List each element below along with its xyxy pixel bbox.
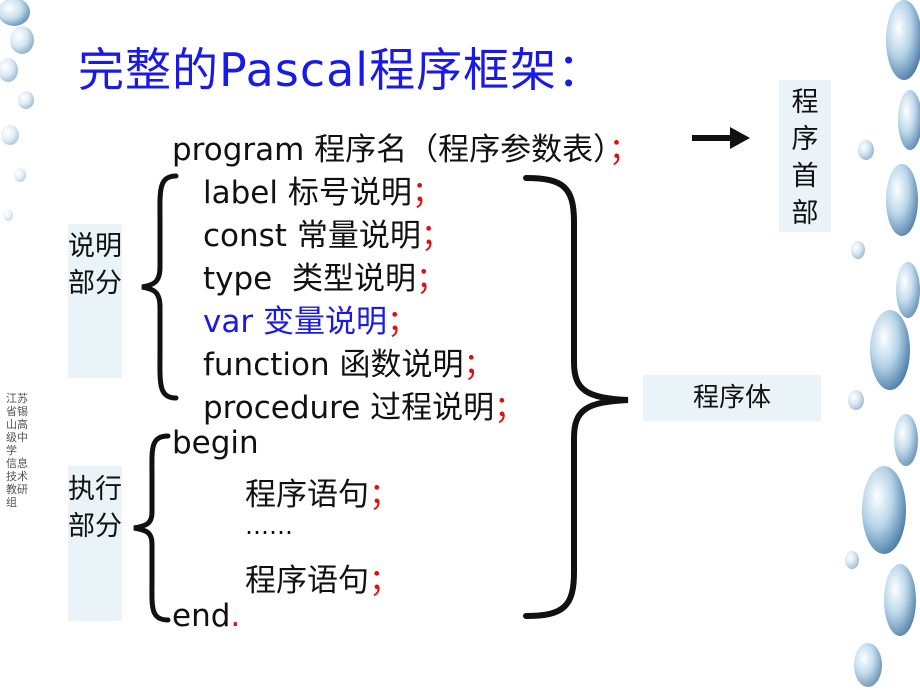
program-header-line: program 程序名（程序参数表）； <box>172 124 640 169</box>
program-header-semicolon: ； <box>608 132 640 168</box>
execution-left-brace <box>133 433 171 623</box>
arrow-right-icon <box>692 127 750 149</box>
decl-keyword: type <box>203 261 273 297</box>
decl-var-line: var 变量说明； <box>203 296 418 341</box>
begin-keyword: begin <box>172 425 259 461</box>
execution-part-label: 执行部分 <box>68 466 122 621</box>
right-bubble-decoration <box>845 0 920 687</box>
decl-keyword: procedure <box>203 390 361 426</box>
decl-keyword: var <box>203 304 254 340</box>
program-keyword: program <box>172 132 305 168</box>
decl-text: 常量说明 <box>286 218 421 254</box>
statement-ellipsis: …… <box>245 512 293 540</box>
end-keyword: end <box>172 598 231 634</box>
decl-keyword: const <box>203 218 287 254</box>
decl-function-line: function 函数说明； <box>203 339 495 384</box>
left-bubble-decoration <box>0 0 34 221</box>
program-head-label: 程序首部 <box>779 80 831 232</box>
decl-const-line: const 常量说明； <box>203 210 452 255</box>
decl-text: 函数说明 <box>329 347 464 383</box>
declaration-left-brace <box>141 173 179 401</box>
decl-semicolon: ； <box>420 218 452 254</box>
declaration-part-label: 说明部分 <box>68 224 122 378</box>
decl-label-line: label 标号说明； <box>203 167 443 212</box>
end-dot: . <box>230 598 241 634</box>
statement-semicolon: ； <box>369 477 400 513</box>
decl-text: 变量说明 <box>253 304 387 340</box>
decl-semicolon: ； <box>463 347 495 383</box>
statement-semicolon: ； <box>369 563 400 599</box>
statement-line-1: 程序语句； <box>245 469 400 514</box>
program-body-right-brace <box>523 175 629 619</box>
decl-procedure-line: procedure 过程说明； <box>203 382 525 427</box>
school-watermark: 江苏省锡山高级中学 信息技术教研组 <box>6 392 28 509</box>
decl-semicolon: ； <box>411 175 443 211</box>
program-header-text: 程序名（程序参数表） <box>304 132 609 168</box>
end-line: end. <box>172 598 240 634</box>
slide-title: 完整的Pascal程序框架： <box>78 43 605 97</box>
decl-text: 过程说明 <box>360 390 495 426</box>
decl-semicolon: ； <box>415 261 447 297</box>
decl-text: 类型说明 <box>272 261 416 297</box>
program-body-label: 程序体 <box>643 375 821 421</box>
decl-semicolon: ； <box>386 304 418 340</box>
decl-semicolon: ； <box>494 390 526 426</box>
decl-text: 标号说明 <box>277 175 412 211</box>
statement-text: 程序语句 <box>245 477 369 513</box>
statement-line-2: 程序语句； <box>245 555 400 600</box>
decl-keyword: label <box>203 175 278 211</box>
statement-text: 程序语句 <box>245 563 369 599</box>
decl-keyword: function <box>203 347 330 383</box>
decl-type-line: type 类型说明； <box>203 253 447 298</box>
